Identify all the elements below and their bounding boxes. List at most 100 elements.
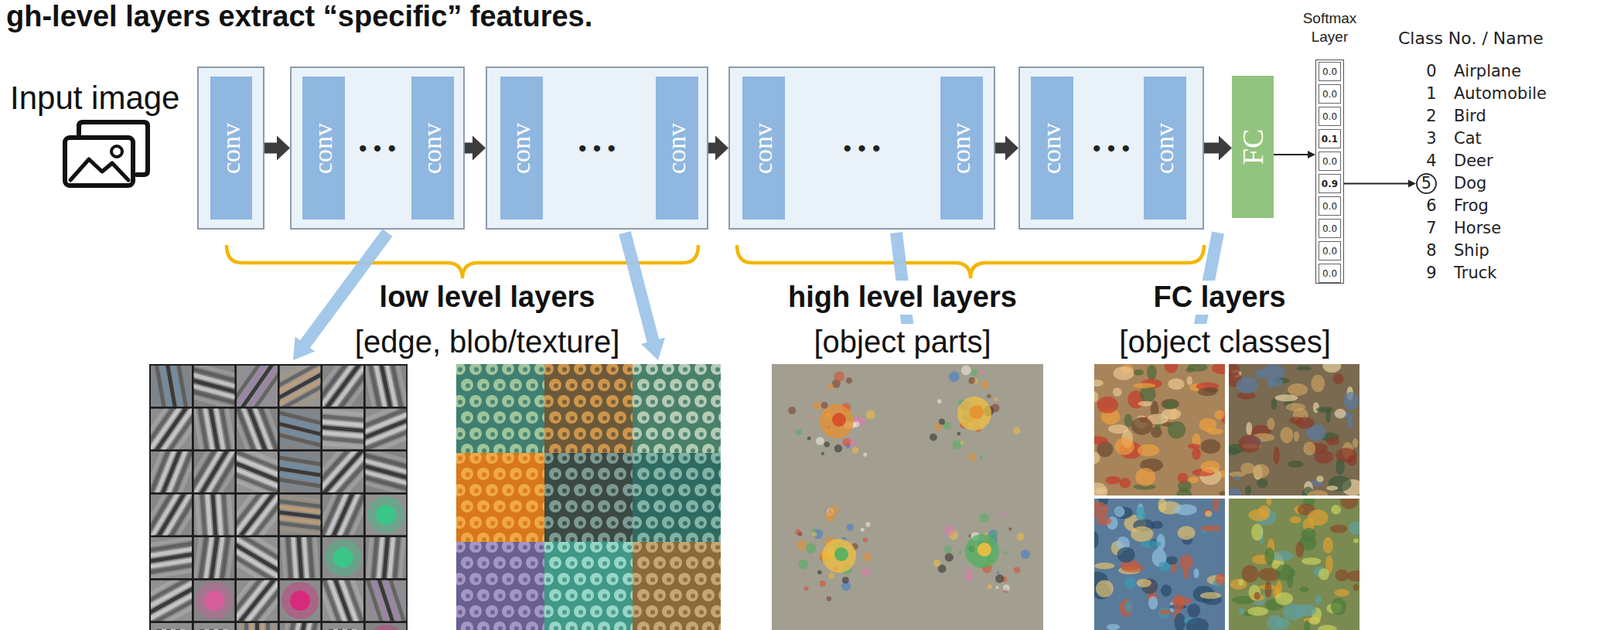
probability-value: 0.0 [1322, 245, 1338, 257]
class-fleck [1090, 379, 1104, 387]
texture-dot [710, 605, 724, 618]
stripe [237, 575, 286, 630]
class-fleck [1353, 584, 1360, 592]
texture-dot-core [723, 561, 728, 567]
texture-dot-core [539, 577, 544, 583]
class-fleck [1343, 392, 1359, 410]
layer-block: • • •convconv [289, 66, 465, 230]
texture-dot-core [650, 488, 656, 494]
class-number: 5 [1421, 175, 1432, 192]
texture-dot-core [506, 432, 512, 437]
texture-dot-core [457, 545, 463, 550]
class-fleck [1275, 564, 1293, 581]
texture-dot-core [530, 504, 536, 510]
texture-dot-core [666, 367, 672, 372]
texture-dot [614, 500, 627, 513]
class-fleck [1108, 424, 1129, 434]
texture-dot [581, 467, 594, 481]
connector [1340, 180, 1416, 188]
texture-dot-core [465, 472, 471, 478]
class-fleck [1146, 365, 1157, 381]
texture-dot [485, 484, 499, 497]
texture-dot-core [699, 545, 704, 550]
texture-dot-core [666, 610, 672, 615]
texture-dot [549, 589, 562, 602]
texture-dot-core [627, 545, 632, 550]
texture-dot [661, 395, 675, 408]
class-number: 7 [1422, 218, 1440, 238]
part-fleck [1013, 566, 1021, 574]
texture-dot [590, 427, 603, 441]
texture-dot-core [627, 367, 632, 372]
class-fleck [1191, 447, 1201, 460]
checker-cell [166, 629, 171, 630]
texture-dot-core [506, 456, 512, 461]
texture-dot-core [553, 416, 559, 421]
class-number: 6 [1422, 196, 1440, 215]
part-fleck [812, 401, 822, 410]
softmax-cell: 0.0 [1318, 61, 1341, 82]
class-number: 0 [1422, 61, 1440, 81]
texture-dot-core [569, 504, 575, 510]
texture-dot-core [569, 561, 575, 567]
texture-dot-core [474, 456, 479, 461]
texture-dot-core [674, 416, 679, 421]
layer-block: • • •convconv [728, 66, 996, 230]
checker-cell [328, 629, 334, 630]
connector [995, 136, 1019, 161]
texture-dot-core [562, 521, 567, 526]
texture-dot-core [602, 561, 608, 567]
texture-dot [541, 427, 554, 441]
texture-dot [581, 556, 594, 570]
texture-dot [629, 451, 642, 464]
part-fleck [834, 444, 843, 453]
part-fleck [948, 371, 960, 383]
block-arrow [264, 136, 290, 161]
texture-dot-core [474, 610, 479, 615]
color-blob [333, 548, 354, 569]
texture-dot [718, 589, 731, 602]
texture-dot [678, 573, 691, 586]
class-fleck [1314, 594, 1322, 605]
part-fleck [853, 416, 860, 423]
texture-dot-core [539, 432, 544, 437]
class-tile [1228, 492, 1369, 630]
texture-dot-core [682, 367, 688, 372]
stripe [355, 423, 424, 454]
part-fleck [788, 406, 796, 415]
texture-dot-core [530, 472, 536, 478]
tile-ground [322, 623, 364, 630]
part-center [832, 412, 847, 427]
color-blob-halo [367, 625, 405, 630]
texture-dot-core [514, 561, 519, 567]
filter-grid [130, 346, 426, 630]
class-fleck [1167, 378, 1184, 390]
texture-dot-core [498, 561, 503, 567]
texture-dot [509, 589, 522, 602]
class-number: 1 [1422, 84, 1440, 103]
connector-line [1273, 153, 1308, 156]
texture-dot-core [690, 383, 696, 389]
texture-dot [525, 411, 539, 424]
texture-dot [453, 605, 466, 618]
texture-dot [710, 395, 724, 408]
texture-dot [678, 451, 691, 464]
texture-dot-core [530, 537, 536, 543]
texture-dot [710, 573, 724, 586]
texture-dot-core [539, 521, 544, 526]
part-fleck [805, 543, 817, 555]
part-fleck [979, 513, 990, 523]
class-fleck [1204, 511, 1212, 518]
texture-dot-core [498, 383, 503, 389]
texture-dot [493, 411, 506, 424]
part-fleck [852, 446, 860, 454]
texture-dot [493, 621, 506, 630]
texture-dot-core [602, 593, 608, 599]
texture-dot-core [506, 577, 512, 583]
texture-dot-core [666, 545, 672, 550]
arrow-head [1307, 150, 1316, 159]
arrow-head [1408, 180, 1416, 188]
texture-dot-core [706, 537, 712, 543]
texture-dot-core [618, 416, 624, 421]
texture-dot [653, 467, 666, 481]
